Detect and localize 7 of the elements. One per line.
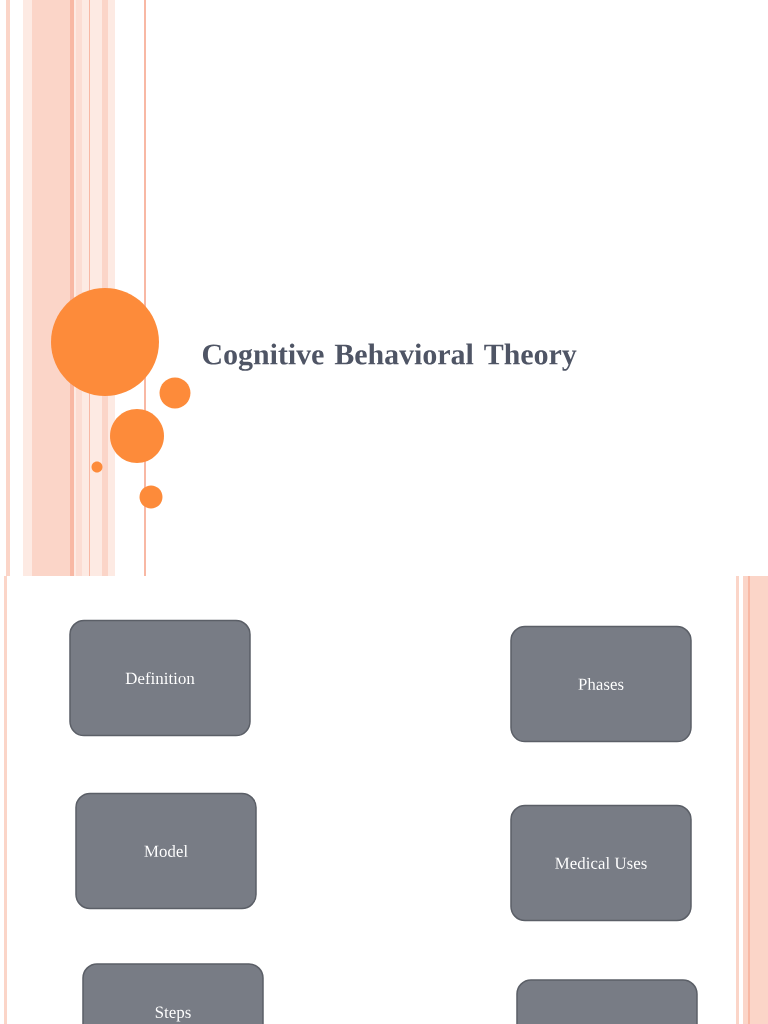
topic-box: Definition [69,619,251,737]
topic-box: Phases [510,625,692,743]
topic-box: Steps [82,963,264,1024]
topic-box: Model [75,792,257,910]
topic-box [516,979,698,1024]
topic-box: Medical Uses [510,804,692,922]
slide-title: Cognitive Behavioral Theory [202,343,577,371]
